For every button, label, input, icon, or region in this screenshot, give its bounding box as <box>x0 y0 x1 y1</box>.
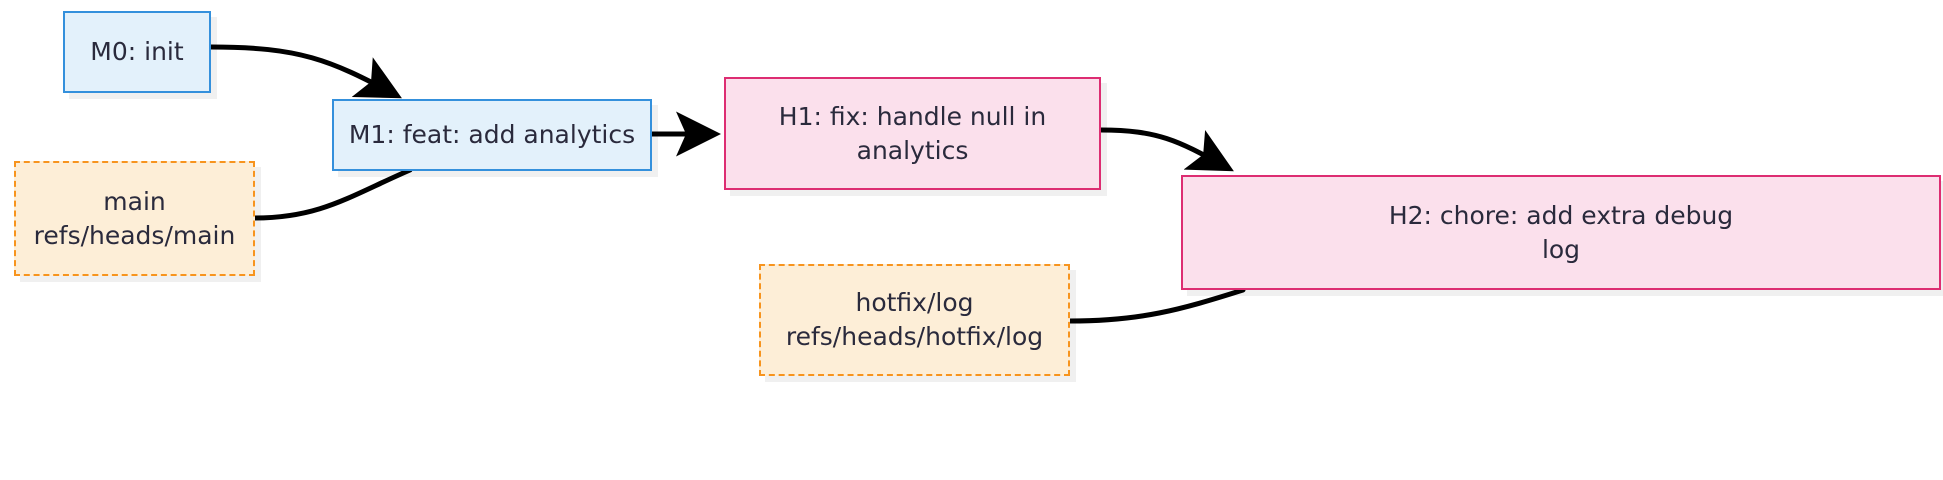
node-label: H1: fix: handle null in analytics <box>778 101 1047 165</box>
node-m1[interactable]: M1: feat: add analytics <box>332 99 652 171</box>
node-h1[interactable]: H1: fix: handle null in analytics <box>724 77 1101 190</box>
edge-main-ref-to-M1 <box>252 167 413 221</box>
node-m0[interactable]: M0: init <box>63 11 211 93</box>
edge-M0-to-M1 <box>208 44 402 99</box>
node-main-ref[interactable]: main refs/heads/main <box>14 161 255 276</box>
node-label: M1: feat: add analytics <box>348 120 636 150</box>
edge-H1-to-H2 <box>1098 127 1234 172</box>
node-label: H2: chore: add extra debug log <box>1388 200 1734 264</box>
edge-hotfix-ref-to-H2 <box>1067 287 1246 324</box>
node-label: M0: init <box>90 37 184 67</box>
node-hotfix-ref[interactable]: hotfix/log refs/heads/hotfix/log <box>759 264 1070 376</box>
node-label: main refs/heads/main <box>33 186 236 250</box>
node-h2[interactable]: H2: chore: add extra debug log <box>1181 175 1941 290</box>
node-label: hotfix/log refs/heads/hotfix/log <box>785 288 1044 351</box>
